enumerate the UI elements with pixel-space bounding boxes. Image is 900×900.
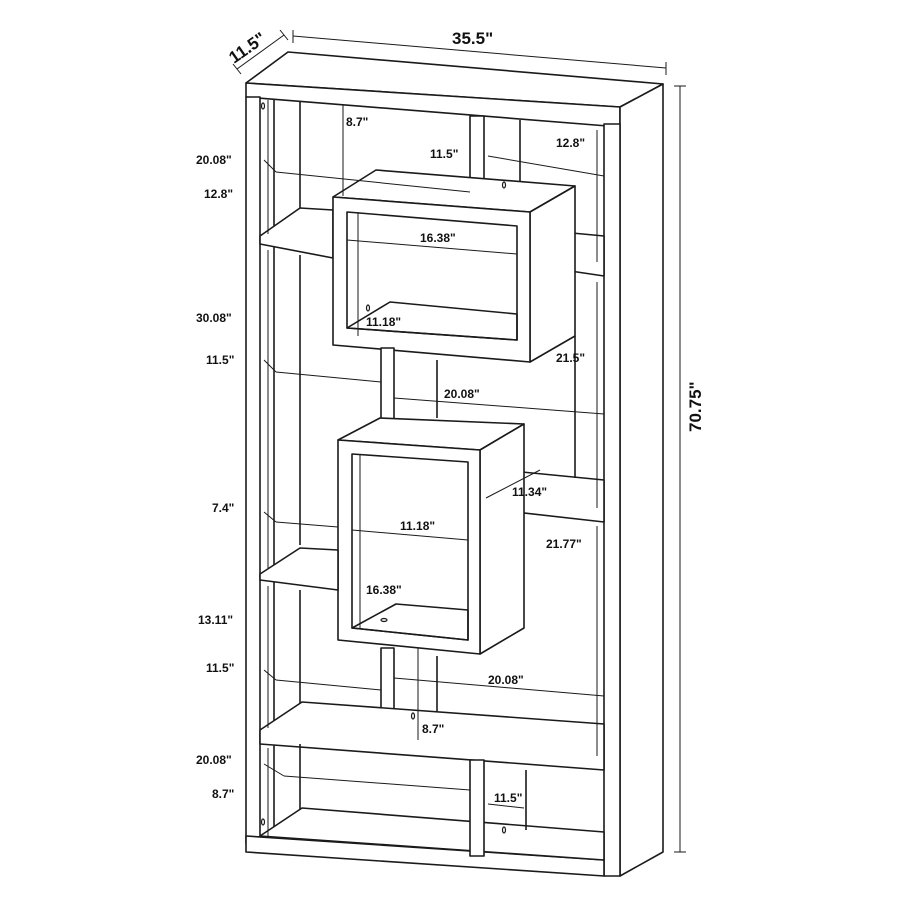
dimension-lines xyxy=(232,29,686,853)
depth-dimension-line xyxy=(236,34,285,70)
lower-cell-height-label: 8.7" xyxy=(422,722,444,736)
long-lower-shelf xyxy=(259,701,605,771)
bottom-right-depth-label: 11.5" xyxy=(494,791,522,805)
peg xyxy=(501,181,507,189)
bottom-inner xyxy=(259,807,605,861)
peg xyxy=(260,818,266,826)
peg xyxy=(260,102,266,110)
left-top-width-label: 20.08" xyxy=(196,153,232,167)
right-mid-height-label: 21.5" xyxy=(556,351,585,365)
upper-box-width-label: 16.38" xyxy=(420,231,456,245)
bottom-vertical-divider xyxy=(469,759,485,857)
bookcase-structure xyxy=(245,51,664,877)
right-side-panel xyxy=(619,83,664,877)
overall-height-label: 70.75" xyxy=(686,381,705,432)
left-top-height-label: 12.8" xyxy=(204,187,233,201)
top-right-depth-label: 11.5" xyxy=(430,147,458,161)
left-lower-depth-label: 11.5" xyxy=(206,661,234,675)
peg xyxy=(380,617,388,623)
lower-width-label: 20.08" xyxy=(488,673,524,687)
lower-box-width-label: 11.18" xyxy=(400,519,435,533)
right-side-front xyxy=(603,123,621,877)
top-right-height-label: 12.8" xyxy=(556,136,585,150)
left-upper-shelf xyxy=(259,207,334,259)
upper-box-floor xyxy=(346,301,518,341)
dimension-labels: 11.5" 35.5" 70.75" 8.7" 11.5" 12.8" 20.0… xyxy=(196,29,705,805)
upper-box-height-label: 11.18" xyxy=(366,315,401,329)
top-cell-height-label: 8.7" xyxy=(346,115,368,129)
upper-box-right xyxy=(529,185,576,363)
lower-box-opening xyxy=(351,453,469,641)
left-middle-shelf xyxy=(259,547,339,591)
overall-width-label: 35.5" xyxy=(452,29,493,48)
peg xyxy=(501,826,507,834)
shelf-pegs xyxy=(260,102,507,834)
left-mid-depth-label: 11.5" xyxy=(206,353,234,367)
left-lower-height-label: 13.11" xyxy=(198,613,233,627)
lower-box-floor xyxy=(351,603,469,641)
lower-box-right xyxy=(479,423,525,655)
right-lower-height-label: 21.77" xyxy=(546,537,582,551)
bottom-width-label: 20.08" xyxy=(196,753,232,767)
left-shelf-depth-label: 7.4" xyxy=(212,501,234,515)
width-dimension-line xyxy=(292,35,667,69)
peg xyxy=(410,712,416,720)
left-side-panel xyxy=(245,96,261,844)
left-mid-height-label: 30.08" xyxy=(196,311,232,325)
bottom-height-label: 8.7" xyxy=(212,787,234,801)
lower-box-height-label: 16.38" xyxy=(366,583,402,597)
center-width-label: 20.08" xyxy=(444,387,480,401)
right-shelf-depth-label: 11.34" xyxy=(512,485,547,499)
peg xyxy=(365,304,371,312)
